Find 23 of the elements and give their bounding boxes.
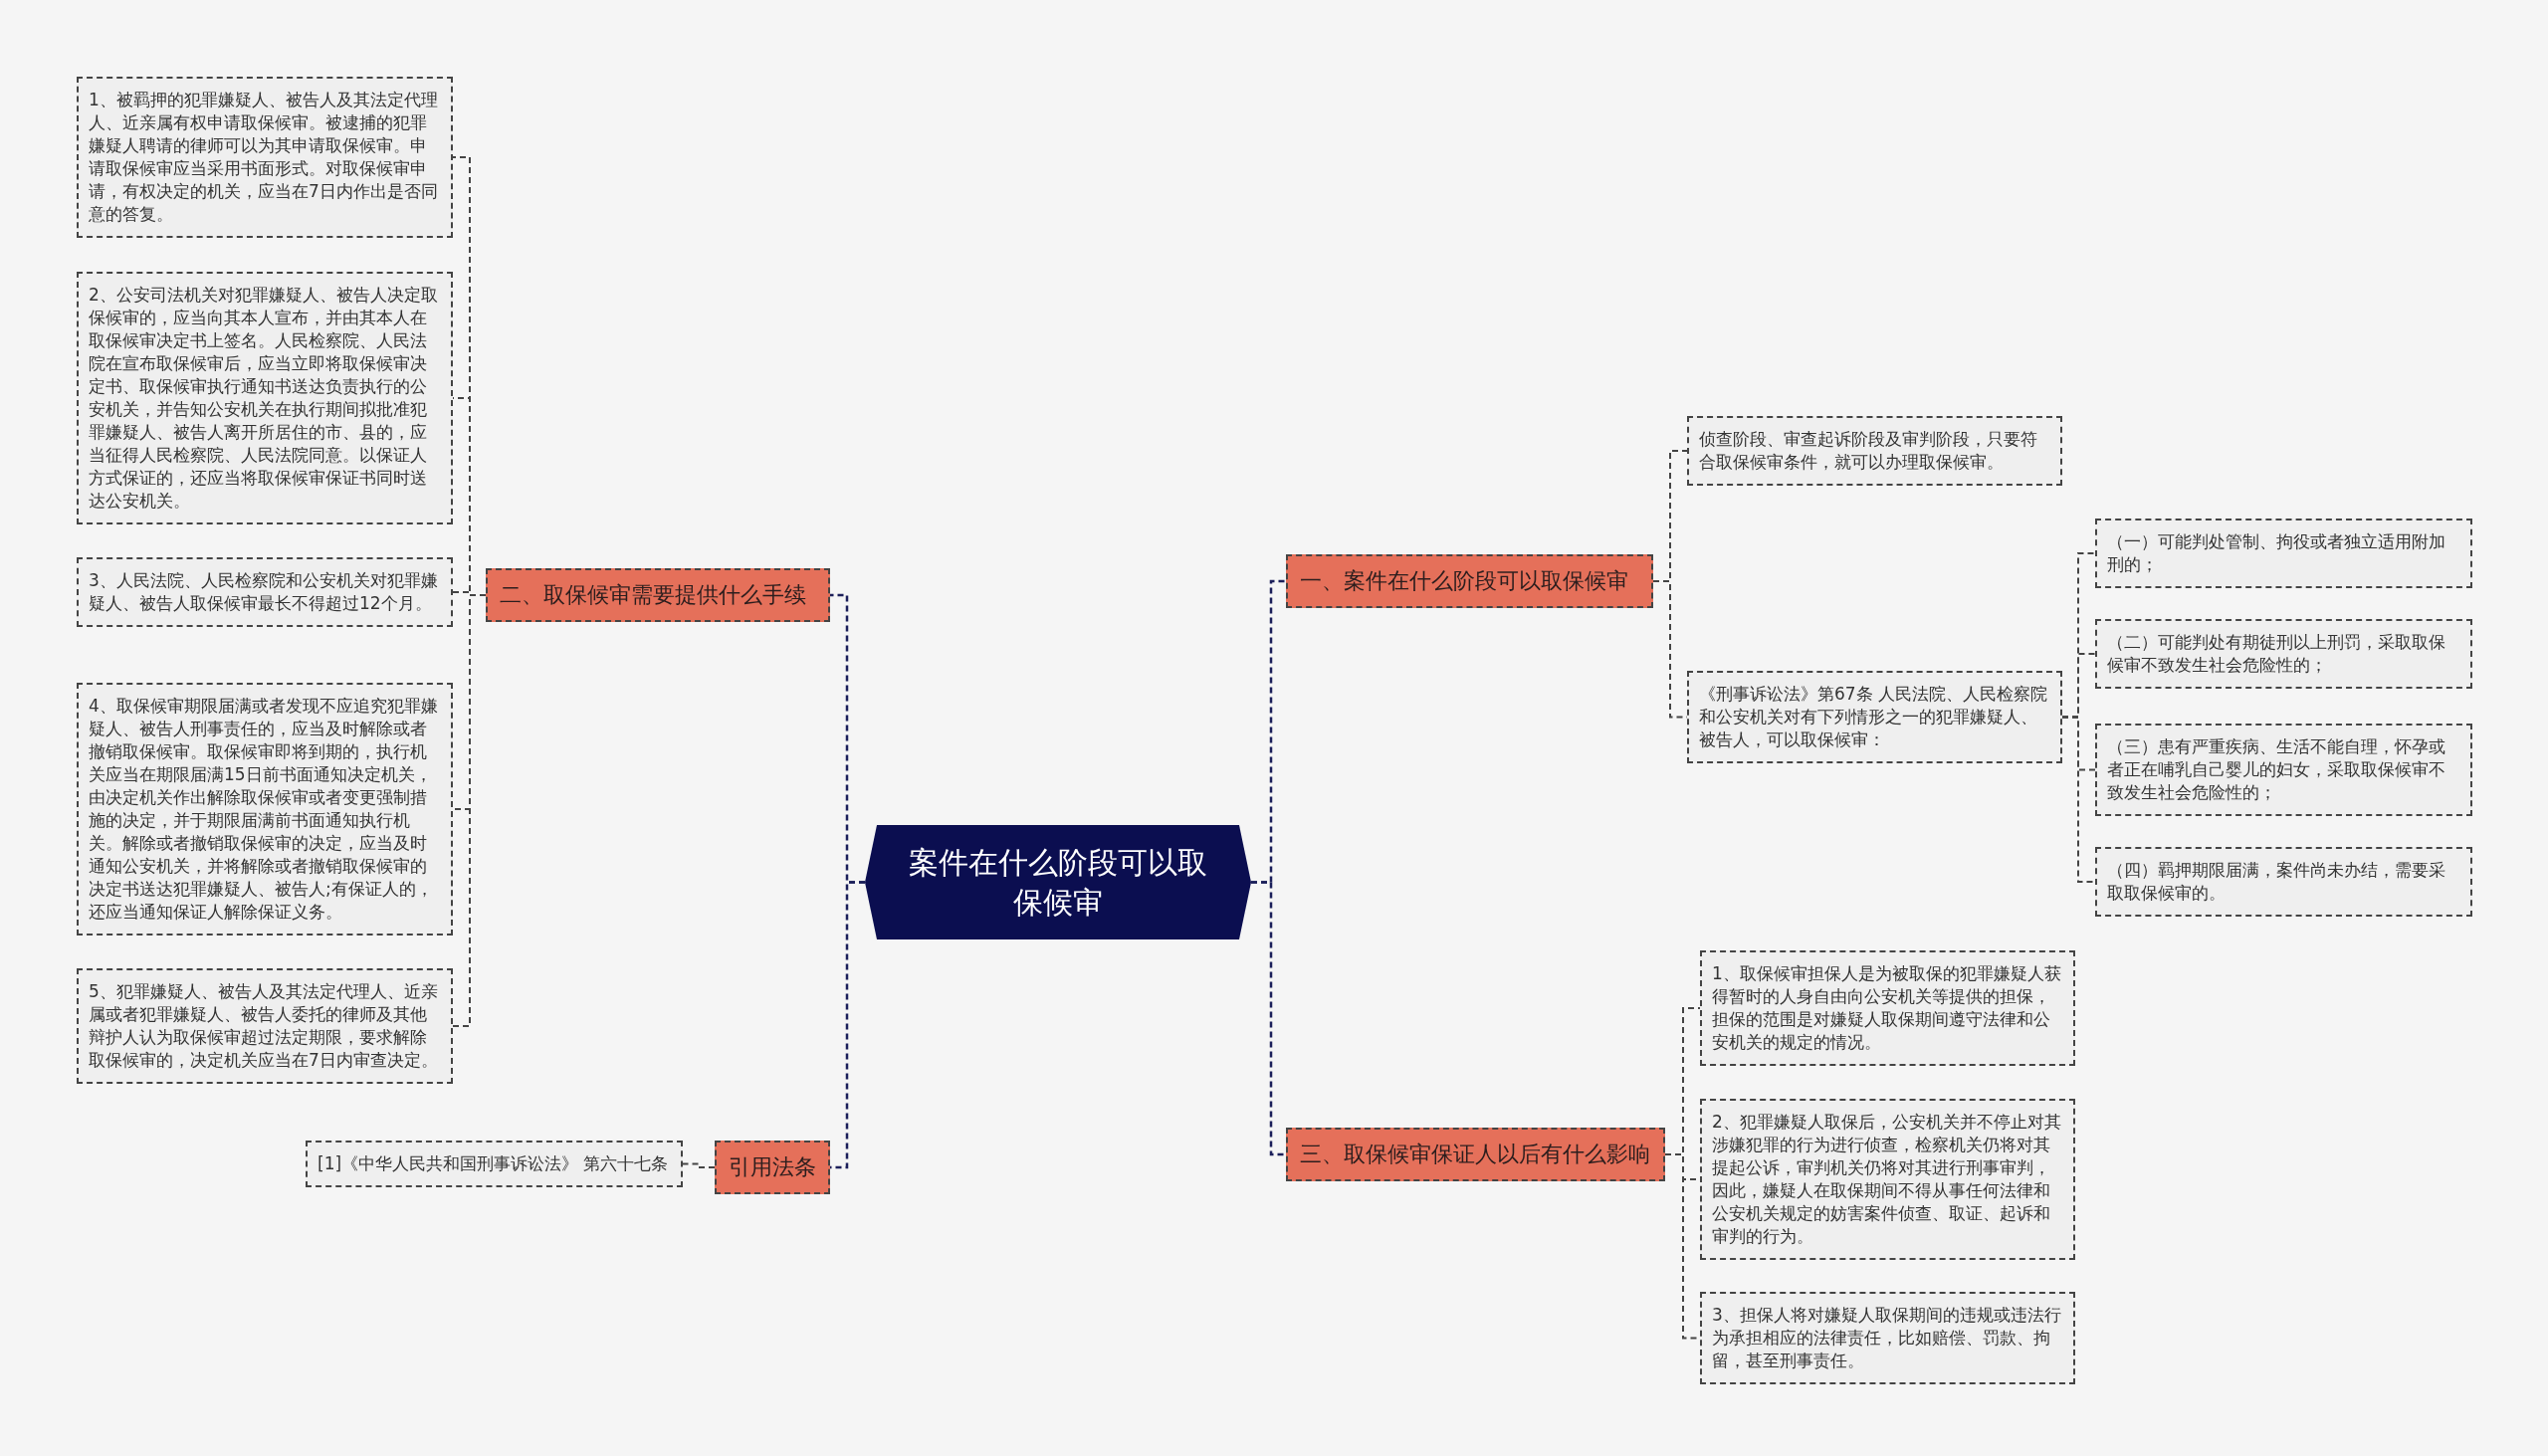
note-box: 1、被羁押的犯罪嫌疑人、被告人及其法定代理人、近亲属有权申请取保候审。被逮捕的犯罪嫌疑人聘请的律师可以为其申请取保候审。申请取保候审应当采用书面形式。对取保候审申请，有权决定的机关，应当在7日内作出是否同意的答复。 — [77, 77, 453, 238]
topic-box: 二、取保候审需要提供什么手续 — [486, 568, 830, 622]
note-box: 《刑事诉讼法》第67条 人民法院、人民检察院和公安机关对有下列情形之一的犯罪嫌疑人、被告人，可以取保候审： — [1687, 671, 2062, 763]
note-box: 4、取保候审期限届满或者发现不应追究犯罪嫌疑人、被告人刑事责任的，应当及时解除或者撤销取保候审。取保候审即将到期的，执行机关应当在期限届满15日前书面通知决定机关，由决定机关作出解除取保候审或者变更强制措施的决定，并于期限届满前书面通知执行机关。解除或者撤销取保候审的决定，应当及时通知公安机关，并将解除或者撤销取保候审的决定书送达犯罪嫌疑人、被告人;有保证人的，还应当通知保证人解除保证义务。 — [77, 683, 453, 936]
note-box: 2、公安司法机关对犯罪嫌疑人、被告人决定取保候审的，应当向其本人宣布，并由其本人在取保候审决定书上签名。人民检察院、人民法院在宣布取保候审后，应当立即将取保候审决定书、取保候审执行通知书送达负责执行的公安机关，并告知公安机关在执行期间拟批准犯罪嫌疑人、被告人离开所居住的市、县的，应当征得人民检察院、人民法院同意。以保证人方式保证的，还应当将取保候审保证书同时送达公安机关。 — [77, 272, 453, 524]
connector — [2061, 716, 2096, 883]
central-topic: 案件在什么阶段可以取保候审 — [865, 825, 1251, 939]
topic-box: 引用法条 — [715, 1141, 830, 1194]
note-box: 5、犯罪嫌疑人、被告人及其法定代理人、近亲属或者犯罪嫌疑人、被告人委托的律师及其他辩护人认为取保候审超过法定期限，要求解除取保候审的，决定机关应当在7日内审查决定。 — [77, 968, 453, 1084]
note-box: 2、犯罪嫌疑人取保后，公安机关并不停止对其涉嫌犯罪的行为进行侦查，检察机关仍将对其提起公诉，审判机关仍将对其进行刑事审判，因此，嫌疑人在取保期间不得从事任何法律和公安机关规定的妨害案件侦查、取证、起诉和审判的行为。 — [1700, 1099, 2075, 1260]
note-box: 1、取保候审担保人是为被取保的犯罪嫌疑人获得暂时的人身自由向公安机关等提供的担保，担保的范围是对嫌疑人取保期间遵守法律和公安机关的规定的情况。 — [1700, 950, 2075, 1066]
topic-box: 一、案件在什么阶段可以取保候审 — [1286, 554, 1653, 608]
note-box: [1]《中华人民共和国刑事诉讼法》 第六十七条 — [306, 1141, 683, 1187]
note-box: （一）可能判处管制、拘役或者独立适用附加刑的； — [2095, 519, 2472, 588]
note-box: 3、担保人将对嫌疑人取保期间的违规或违法行为承担相应的法律责任，比如赔偿、罚款、拘留，甚至刑事责任。 — [1700, 1292, 2075, 1384]
note-box: （三）患有严重疾病、生活不能自理，怀孕或者正在哺乳自己婴儿的妇女，采取取保候审不致发生社会危险性的； — [2095, 724, 2472, 816]
note-box: 侦查阶段、审查起诉阶段及审判阶段，只要符合取保候审条件，就可以办理取保候审。 — [1687, 416, 2062, 486]
note-box: （四）羁押期限届满，案件尚未办结，需要采取取保候审的。 — [2095, 847, 2472, 917]
note-box: 3、人民法院、人民检察院和公安机关对犯罪嫌疑人、被告人取保候审最长不得超过12个月。 — [77, 557, 453, 627]
connector — [1251, 881, 1286, 1156]
topic-box: 三、取保候审保证人以后有什么影响 — [1286, 1128, 1665, 1181]
connector — [682, 1162, 716, 1168]
note-box: （二）可能判处有期徒刑以上刑罚，采取取保候审不致发生社会危险性的； — [2095, 619, 2472, 689]
